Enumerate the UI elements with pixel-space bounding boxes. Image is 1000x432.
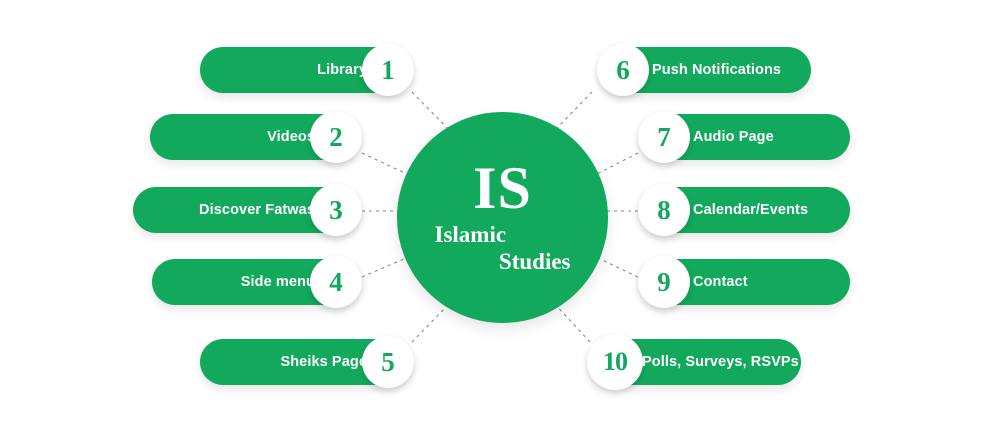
- node-number-2: 2: [329, 121, 343, 152]
- hub-title-line2: Studies: [498, 249, 571, 274]
- node-badge-5[interactable]: 5: [362, 336, 414, 388]
- node-item-6[interactable]: 6 Push Notifications: [597, 44, 811, 96]
- node-badge-2[interactable]: 2: [310, 111, 362, 163]
- node-badge-7[interactable]: 7: [638, 111, 690, 163]
- node-item-2[interactable]: Videos 2: [150, 111, 362, 163]
- node-item-10[interactable]: 10 Polls, Surveys, RSVPs: [587, 334, 801, 390]
- node-number-10: 10: [603, 347, 628, 376]
- node-badge-8[interactable]: 8: [638, 184, 690, 236]
- connector-line-4: [361, 257, 407, 278]
- center-hub[interactable]: IS Islamic Studies: [397, 112, 608, 323]
- node-item-5[interactable]: Sheiks Page 5: [200, 336, 414, 388]
- node-label-8: Calendar/Events: [693, 202, 809, 218]
- node-number-5: 5: [381, 346, 395, 377]
- node-item-7[interactable]: 7 Audio Page: [638, 111, 850, 163]
- node-number-7: 7: [657, 121, 671, 152]
- hub-initials: IS: [473, 154, 532, 221]
- node-label-1: Library: [317, 62, 367, 78]
- node-label-9: Contact: [693, 274, 748, 290]
- node-item-9[interactable]: 9 Contact: [638, 256, 850, 308]
- node-item-3[interactable]: Discover Fatwas 3: [133, 184, 362, 236]
- node-label-4: Side menu: [240, 274, 315, 290]
- node-number-3: 3: [329, 194, 343, 225]
- node-number-9: 9: [657, 266, 671, 297]
- node-number-4: 4: [329, 266, 343, 297]
- node-item-8[interactable]: 8 Calendar/Events: [638, 184, 850, 236]
- node-badge-10[interactable]: 10: [587, 334, 643, 390]
- node-badge-1[interactable]: 1: [362, 44, 414, 96]
- node-item-4[interactable]: Side menu 4: [152, 256, 362, 308]
- connector-line-7: [594, 152, 639, 176]
- node-number-1: 1: [381, 54, 395, 85]
- node-number-6: 6: [616, 54, 630, 85]
- hub-title: Islamic Studies: [433, 221, 573, 275]
- node-label-6: Push Notifications: [652, 62, 782, 78]
- connector-line-2: [361, 152, 410, 176]
- node-badge-6[interactable]: 6: [597, 44, 649, 96]
- node-item-1[interactable]: Library 1: [200, 44, 414, 96]
- node-label-5: Sheiks Page: [280, 354, 367, 370]
- connector-line-9: [597, 257, 639, 278]
- node-label-2: Videos: [267, 129, 315, 145]
- node-label-3: Discover Fatwas: [199, 202, 315, 218]
- node-label-7: Audio Page: [693, 129, 774, 145]
- node-number-8: 8: [657, 194, 671, 225]
- node-label-10: Polls, Surveys, RSVPs: [642, 354, 799, 370]
- node-badge-9[interactable]: 9: [638, 256, 690, 308]
- node-badge-4[interactable]: 4: [310, 256, 362, 308]
- node-badge-3[interactable]: 3: [310, 184, 362, 236]
- hub-title-line1: Islamic: [434, 221, 507, 247]
